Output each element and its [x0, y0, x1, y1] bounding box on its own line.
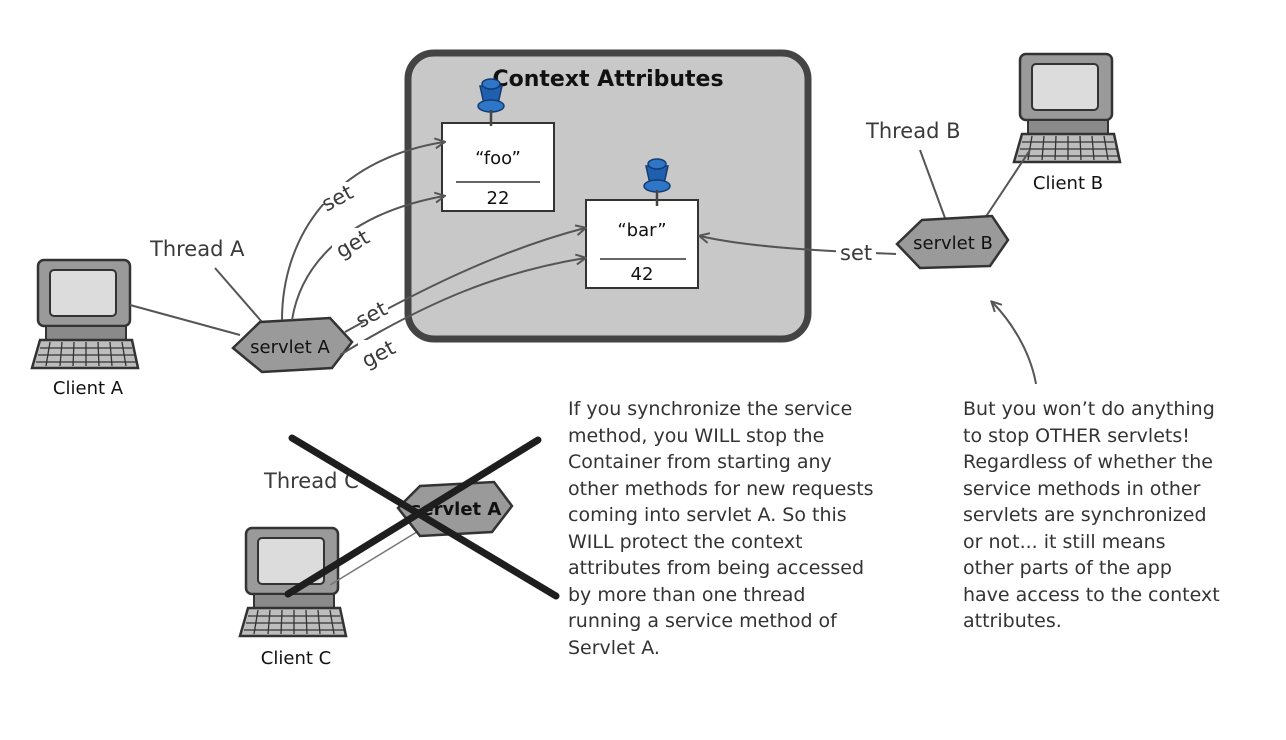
computer-icon: [238, 526, 348, 638]
cross-out-icon: [284, 434, 560, 600]
set-arrow: [700, 236, 897, 255]
pointer-arrow: [992, 302, 1037, 385]
connection-line: [129, 304, 241, 336]
servlet-a-label: servlet A: [250, 337, 330, 358]
attribute-foo-value: 22: [487, 188, 510, 209]
client-b-label: Client B: [1033, 173, 1103, 194]
attribute-bar-value: 42: [631, 264, 654, 285]
set-label: set: [840, 241, 872, 265]
client-c-label: Client C: [261, 648, 331, 669]
thread-a-label: Thread A: [149, 237, 245, 261]
get-arrow: [339, 258, 585, 356]
other-servlets-note: But you won’t do anything to stop OTHER …: [963, 398, 1220, 632]
attribute-bar-name: “bar”: [617, 220, 666, 241]
attribute-foo-name: “foo”: [475, 148, 521, 169]
label-backing: [332, 228, 368, 252]
label-backing: [836, 240, 876, 264]
servlet-a: servlet A: [231, 316, 354, 374]
context-title: Context Attributes: [492, 67, 723, 92]
label-backing: [358, 340, 394, 364]
thread-b-label: Thread B: [865, 119, 961, 143]
attribute-foo: “foo” 22: [441, 122, 555, 212]
connection-line: [214, 267, 263, 323]
connection-line: [984, 149, 1031, 219]
connection-line: [919, 149, 946, 219]
set-arrow: [281, 142, 444, 321]
attribute-bar: “bar” 42: [585, 199, 699, 289]
synchronize-note: If you synchronize the service method, y…: [568, 398, 874, 659]
computer-icon: [1012, 52, 1122, 164]
client-a-label: Client A: [53, 378, 124, 399]
label-backing: [352, 300, 388, 322]
servlet-b-label: servlet B: [913, 233, 993, 254]
computer-icon: [30, 258, 140, 370]
servlet-b: servlet B: [895, 214, 1010, 270]
connection-line: [329, 529, 421, 586]
label-backing: [318, 182, 354, 204]
thread-c-label: Thread C: [263, 469, 359, 493]
